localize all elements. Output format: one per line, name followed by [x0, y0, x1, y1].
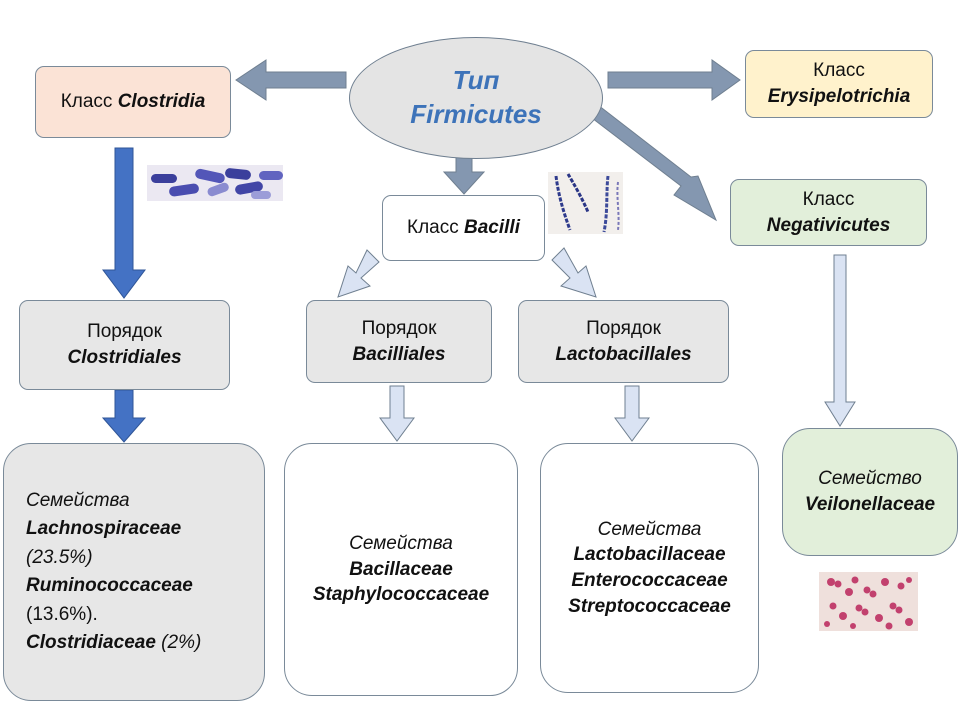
veilonellaceae-micrograph-image [819, 572, 918, 631]
arrow-root-to-negativicutes [587, 104, 718, 222]
family-veilonellaceae-name: Veilonellaceae [804, 494, 936, 515]
families-lactobacillales-label: Семейства [597, 518, 702, 540]
arrow-clostridiales-to-families [101, 389, 147, 443]
phylum-name: Firmicutes [410, 99, 542, 129]
clostridia-rods-drawing [147, 165, 283, 201]
class-negativicutes-name: Negativicutes [766, 214, 891, 236]
arrow-root-to-erysipelotrichia [607, 59, 741, 101]
family-clostridiaceae-pct: (2%) [155, 632, 202, 653]
order-clostridiales-label: Порядок [87, 321, 162, 343]
arrow-lactobacillales-to-families [614, 385, 650, 442]
class-clostridia-prefix: Класс [60, 91, 118, 113]
family-clostridiaceae: Clostridiaceae [26, 632, 156, 653]
families-clostridiales-node: Семейства Lachnospiraceae (23.5%) Rumino… [3, 443, 265, 701]
arrow-clostridia-to-clostridiales [102, 147, 146, 299]
families-lactobacillales-node: Семейства Lactobacillaceae Enterococcace… [540, 443, 759, 693]
veilonellaceae-cocci-drawing [819, 572, 918, 631]
families-bacilliales-label: Семейства [349, 533, 453, 555]
family-ruminococcaceae-pct: (13.6%). [26, 603, 98, 625]
family-veilonellaceae-node: Семейство Veilonellaceae [782, 428, 958, 556]
phylum-label: Тип [452, 65, 500, 96]
order-bacilliales-node: Порядок Bacilliales [306, 300, 492, 383]
phylum-firmicutes-node: Тип Firmicutes [349, 37, 603, 159]
family-bacillaceae: Bacillaceae [349, 558, 453, 580]
order-lactobacillales-name: Lactobacillales [555, 343, 692, 365]
arrow-bacilli-to-bacilliales [337, 249, 380, 298]
class-bacilli-text: Класс Bacilli [383, 215, 544, 241]
class-negativicutes-prefix: Класс [802, 188, 855, 210]
class-bacilli-node: Класс Bacilli [382, 195, 545, 261]
bacilli-micrograph-image [548, 172, 623, 234]
class-bacilli-name: Bacilli [464, 217, 520, 239]
clostridia-micrograph-image [147, 165, 283, 201]
family-enterococcaceae: Enterococcaceae [571, 570, 728, 591]
order-bacilliales-name: Bacilliales [352, 343, 446, 365]
order-clostridiales-name: Clostridiales [67, 347, 182, 368]
family-ruminococcaceae: Ruminococcaceae [26, 575, 193, 596]
arrow-root-to-clostridia [235, 59, 347, 101]
order-lactobacillales-node: Порядок Lactobacillales [518, 300, 729, 383]
families-bacilliales-node: Семейства Bacillaceae Staphylococcaceae [284, 443, 518, 696]
arrow-negativicutes-to-veilonellaceae [824, 254, 856, 427]
class-clostridia-name: Clostridia [117, 91, 206, 113]
family-clostridiaceae-line: Clostridiaceae (2%) [26, 629, 264, 658]
class-negativicutes-node: Класс Negativicutes [730, 179, 927, 246]
order-clostridiales-node: Порядок Clostridiales [19, 300, 230, 390]
arrow-bacilliales-to-families [379, 385, 415, 442]
class-clostridia-text: Класс Clostridia [36, 89, 230, 115]
order-lactobacillales-label: Порядок [586, 317, 661, 339]
families-clostridiales-label: Семейства [26, 489, 130, 511]
arrow-bacilli-to-lactobacillales [551, 247, 597, 298]
family-lachnospiraceae-pct: (23.5%) [26, 546, 93, 568]
class-erysipelotrichia-name: Erysipelotrichia [767, 86, 911, 107]
family-streptococcaceae: Streptococcaceae [568, 595, 731, 617]
family-veilonellaceae-label: Семейство [818, 468, 922, 490]
family-staphylococcaceae: Staphylococcaceae [312, 584, 490, 606]
family-lactobacillaceae: Lactobacillaceae [573, 544, 726, 566]
family-lachnospiraceae: Lachnospiraceae [26, 518, 182, 539]
order-bacilliales-label: Порядок [361, 317, 437, 339]
class-erysipelotrichia-node: Класс Erysipelotrichia [745, 50, 933, 118]
bacilli-chains-drawing [548, 172, 623, 234]
class-erysipelotrichia-prefix: Класс [813, 60, 865, 82]
class-clostridia-node: Класс Clostridia [35, 66, 231, 138]
class-bacilli-prefix: Класс [407, 217, 464, 239]
